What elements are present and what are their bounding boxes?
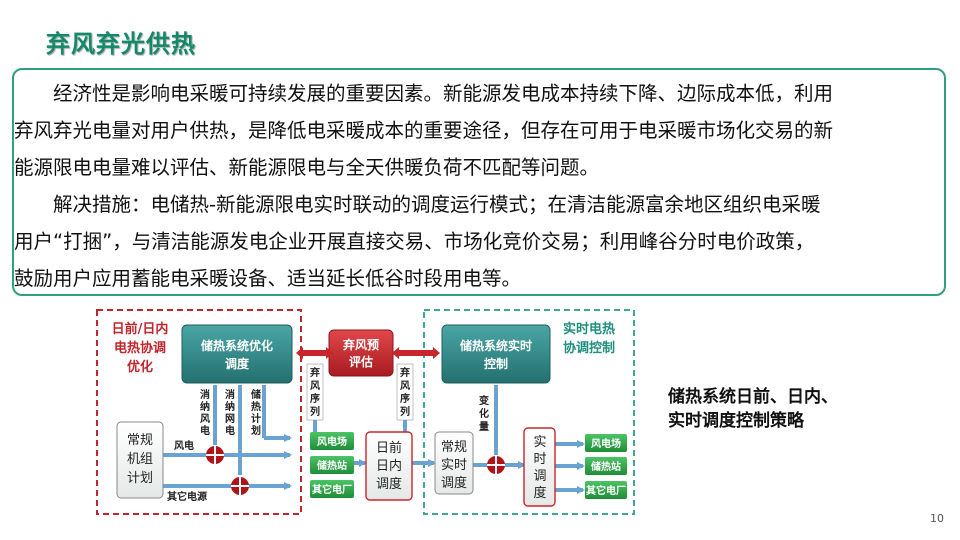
paragraph-line: 用户“打捆”，与清洁能源发电企业开展直接交易、市场化竞价交易；利用峰谷分时电价政…: [14, 230, 815, 253]
svg-text:常规: 常规: [441, 440, 467, 455]
svg-text:实时: 实时: [441, 458, 467, 473]
svg-text:储: 储: [250, 388, 261, 401]
source-labels: 风电 其它电源: [167, 439, 207, 503]
paragraph-line: 能源限电电量难以评估、新能源限电与全天供暖负荷不匹配等问题。: [14, 156, 600, 179]
wind-power-label: 风电: [174, 439, 194, 452]
svg-text:划: 划: [251, 424, 261, 437]
svg-text:计: 计: [251, 412, 261, 425]
diagram-caption: 储热系统日前、日内、 实时调度控制策略: [668, 385, 838, 433]
svg-text:序: 序: [310, 392, 320, 405]
svg-text:电: 电: [200, 424, 210, 437]
paragraph-line: 经济性是影响电采暖可持续发展的重要因素。新能源发电成本持续下降、边际成本低，利用: [14, 82, 834, 105]
svg-text:常规: 常规: [127, 433, 153, 448]
storage-realtime-box: 储热系统实时 控制: [441, 324, 551, 384]
svg-text:调度: 调度: [225, 356, 250, 371]
svg-text:消: 消: [225, 388, 235, 401]
svg-text:风电场: 风电场: [317, 435, 347, 448]
svg-text:风电场: 风电场: [591, 437, 621, 450]
svg-text:风: 风: [310, 380, 320, 392]
green-boxes-right: 风电场 储热站 其它电厂: [585, 434, 627, 499]
svg-text:列: 列: [310, 405, 320, 418]
dispatch-boxes: 常规 机组 计划 日前 日内 调度 常规 实时 调度 实 时 调 度: [116, 421, 556, 507]
right-region-label-line: 协调控制: [563, 340, 615, 356]
storage-optimization-box: 储热系统优化 调度: [181, 324, 293, 384]
svg-text:日内: 日内: [376, 458, 402, 474]
day-ahead-region: [96, 309, 302, 515]
svg-text:列: 列: [400, 405, 410, 418]
sum-nodes: [206, 446, 505, 495]
svg-text:评估: 评估: [349, 354, 373, 369]
page-number: 10: [930, 512, 944, 525]
svg-text:储热系统优化: 储热系统优化: [201, 338, 273, 353]
svg-text:时: 时: [533, 452, 546, 467]
right-region-label-line: 实时电热: [563, 321, 615, 337]
svg-text:弃风预: 弃风预: [343, 337, 379, 352]
svg-text:其它电厂: 其它电厂: [312, 483, 352, 496]
svg-text:序: 序: [400, 392, 410, 405]
description-textbox: 经济性是影响电采暖可持续发展的重要因素。新能源发电成本持续下降、边际成本低，利用…: [12, 68, 946, 296]
caption-line: 储热系统日前、日内、: [668, 387, 838, 407]
svg-text:纳: 纳: [200, 400, 210, 413]
right-region-label: 实时电热 协调控制: [563, 321, 615, 356]
slide-title: 弃风弃光供热: [46, 30, 196, 58]
svg-text:风: 风: [400, 380, 410, 392]
paragraph-line: 弃风弃光电量对用户供热，是降低电采暖成本的重要途径，但存在可用于电采暖市场化交易…: [14, 119, 834, 142]
svg-text:量: 量: [479, 420, 489, 433]
realtime-region: [423, 309, 635, 515]
svg-text:储热系统实时: 储热系统实时: [460, 338, 532, 353]
svg-text:控制: 控制: [484, 356, 508, 371]
svg-text:度: 度: [533, 485, 546, 501]
caption-line: 实时调度控制策略: [668, 411, 804, 431]
eval-arrows: [296, 347, 440, 359]
svg-text:计划: 计划: [127, 471, 153, 486]
green-boxes-left: 风电场 储热站 其它电厂: [310, 432, 354, 498]
left-region-label: 日前/日内 电热协调 优化: [112, 321, 169, 375]
svg-text:热: 热: [251, 400, 261, 413]
svg-text:变: 变: [479, 394, 489, 407]
svg-text:网: 网: [225, 413, 235, 425]
svg-text:储热站: 储热站: [590, 460, 621, 473]
left-region-label-line: 日前/日内: [112, 321, 169, 337]
svg-text:调: 调: [533, 469, 546, 484]
svg-text:机组: 机组: [127, 452, 153, 467]
svg-text:消: 消: [200, 388, 210, 401]
svg-text:风: 风: [200, 413, 210, 425]
curtail-seq-labels: 弃 风 序 列 弃 风 序 列: [306, 363, 414, 421]
svg-text:其它电厂: 其它电厂: [586, 484, 626, 497]
absorb-labels: 消 纳 风 电 消 纳 网 电 储 热 计 划 变 化 量: [200, 388, 489, 437]
svg-text:储热站: 储热站: [316, 459, 347, 472]
svg-text:化: 化: [479, 407, 489, 420]
svg-text:调度: 调度: [376, 476, 402, 492]
svg-text:弃: 弃: [400, 366, 410, 379]
svg-text:纳: 纳: [225, 400, 235, 413]
svg-text:调度: 调度: [441, 475, 467, 491]
curtailment-evaluation-box: 弃风预 评估: [328, 329, 394, 377]
left-region-label-line: 优化: [127, 359, 153, 375]
svg-text:日前: 日前: [376, 440, 402, 456]
svg-text:电: 电: [225, 424, 235, 437]
svg-text:弃: 弃: [310, 366, 320, 379]
svg-text:实: 实: [533, 435, 546, 450]
paragraph-line: 解决措施：电储热-新能源限电实时联动的调度运行模式；在清洁能源富余地区组织电采暖: [14, 193, 821, 216]
paragraph-line: 鼓励用户应用蓄能电采暖设备、适当延长低谷时段用电等。: [14, 267, 522, 290]
left-region-label-line: 电热协调: [114, 340, 166, 356]
other-power-label: 其它电源: [167, 490, 207, 503]
